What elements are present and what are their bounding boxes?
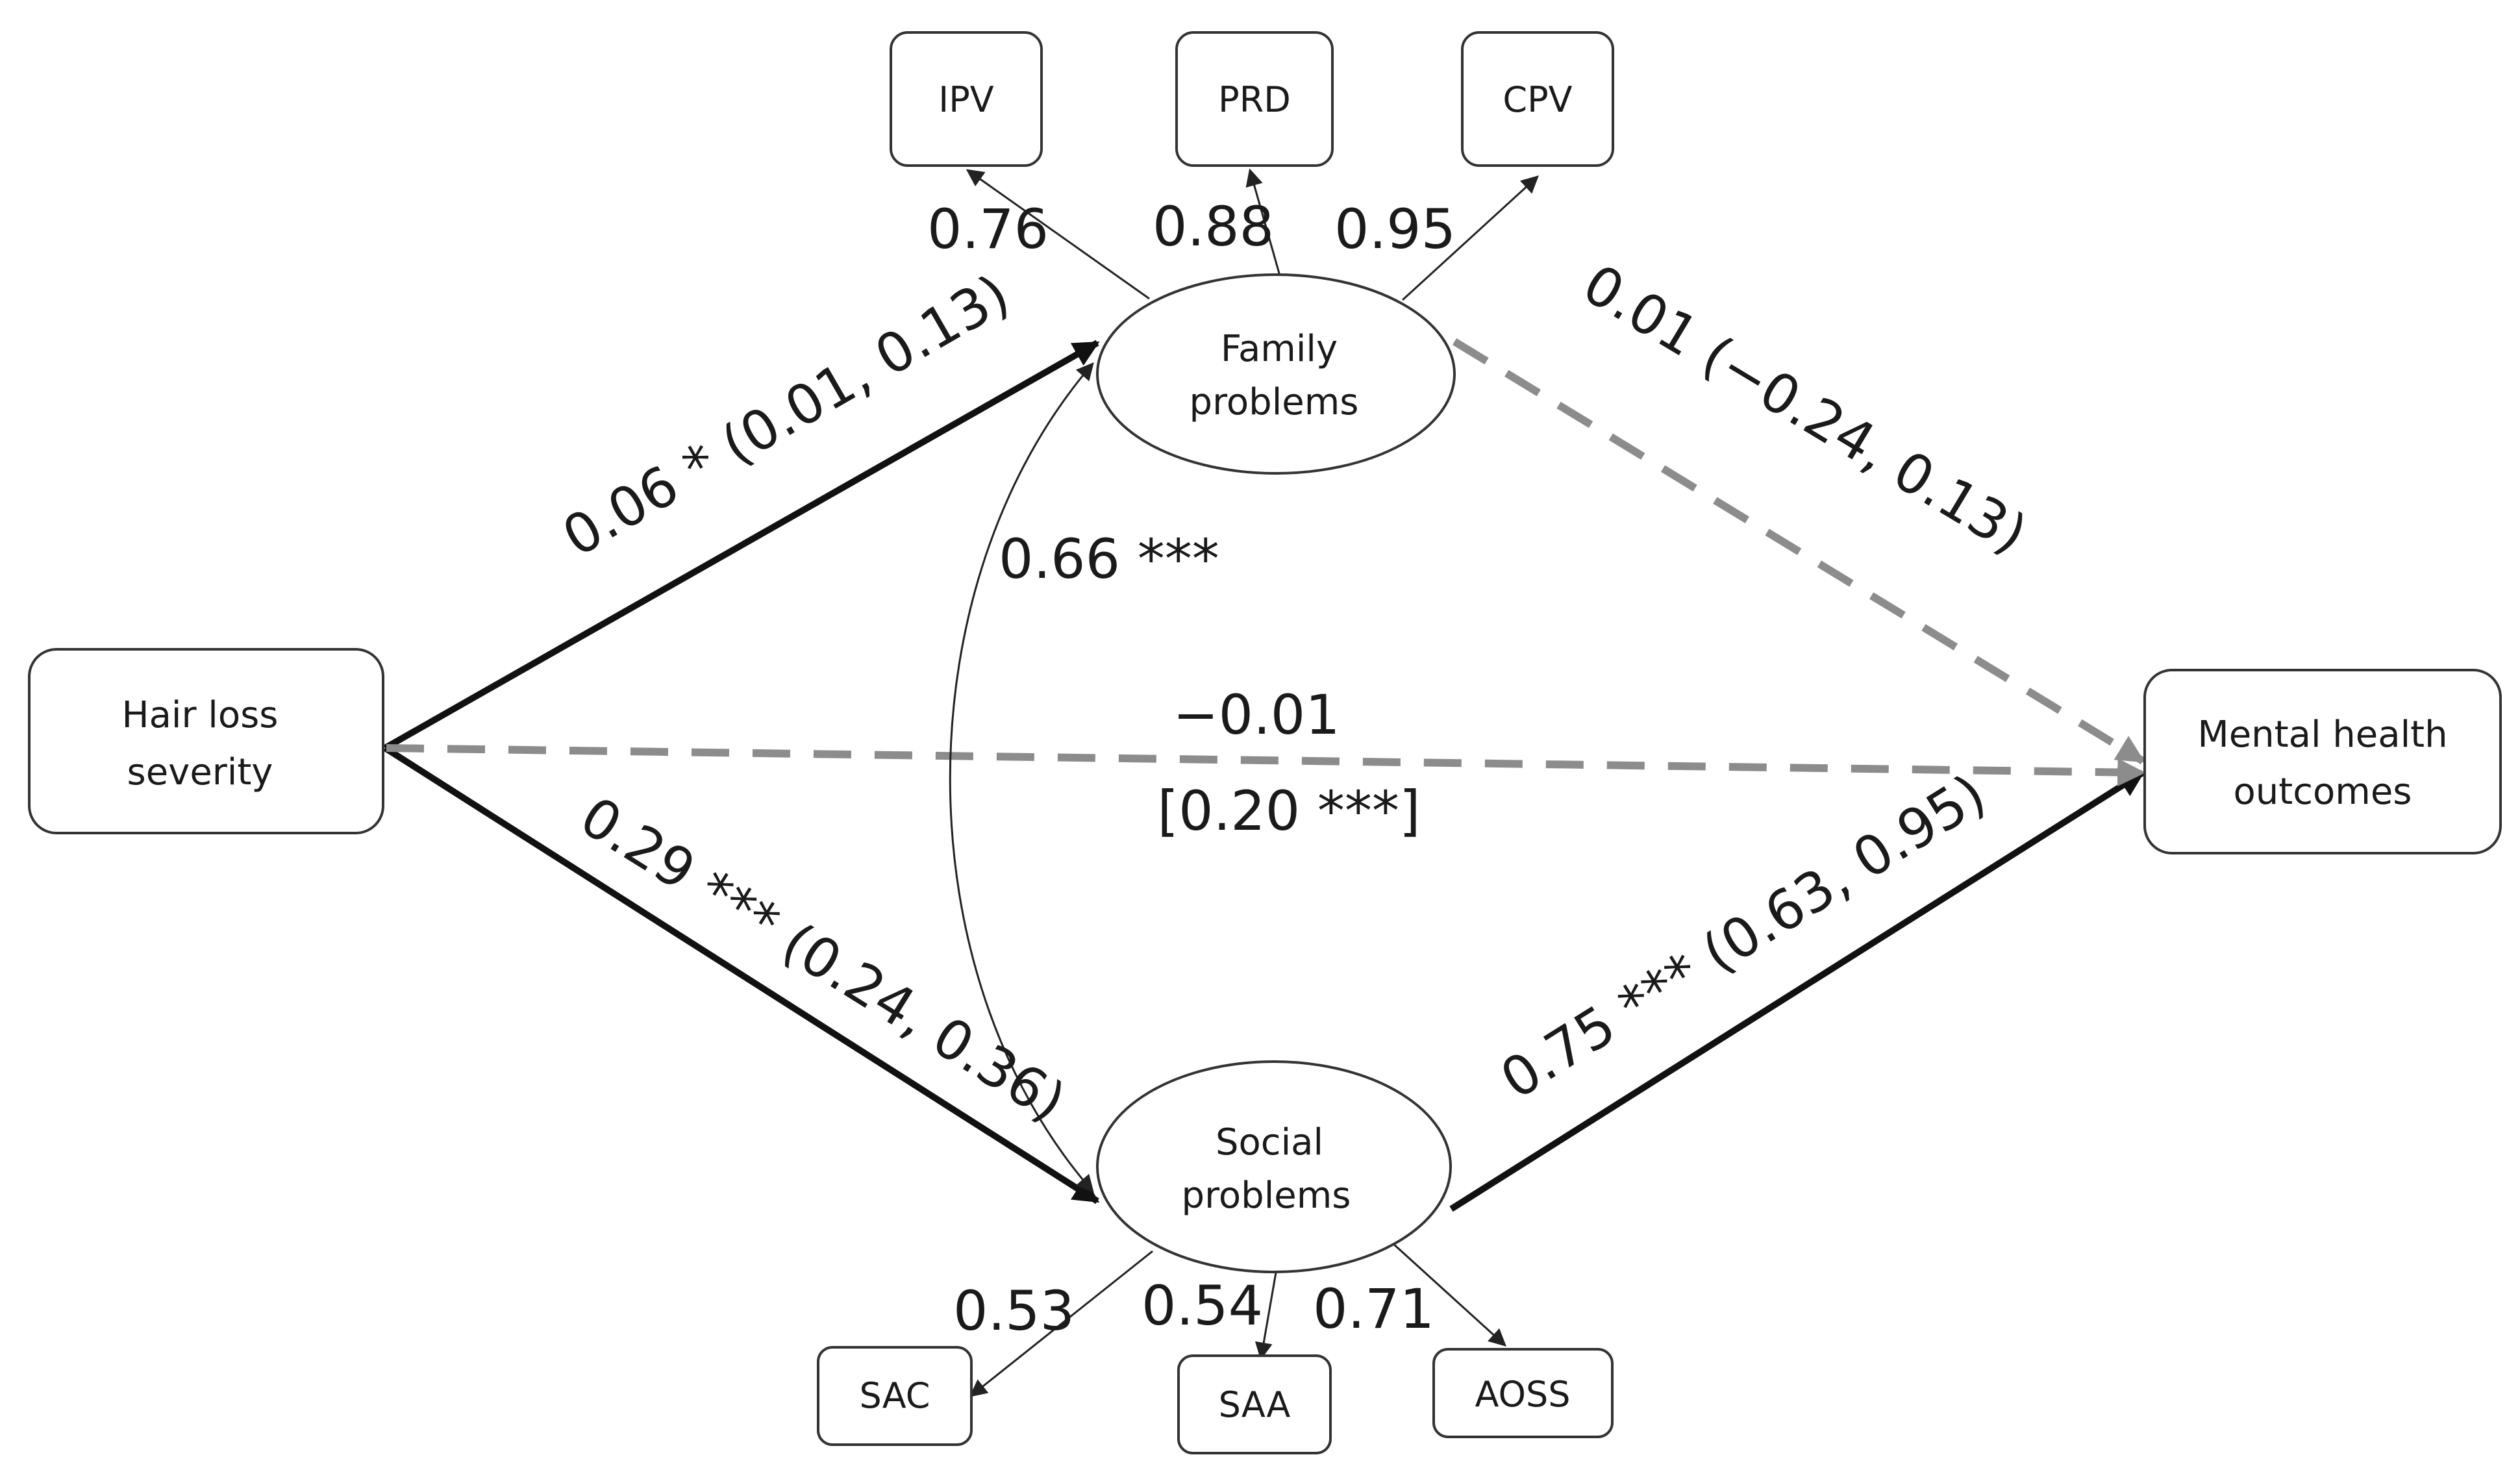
sac-label: SAC bbox=[860, 1375, 930, 1416]
indicator-saa: SAA bbox=[1177, 1354, 1332, 1454]
mental-health-label-1: Mental health bbox=[2197, 714, 2447, 756]
mental-health-label-2: outcomes bbox=[2234, 771, 2412, 813]
coef-direct-bottom: [0.20 ***] bbox=[1157, 779, 1420, 843]
arrow-family-to-prd bbox=[1245, 168, 1282, 279]
saa-label: SAA bbox=[1219, 1384, 1291, 1425]
arrow-family-to-cpv bbox=[1401, 175, 1539, 301]
social-label-1: Social bbox=[1216, 1121, 1323, 1164]
path-hair-to-social bbox=[383, 745, 1100, 1204]
hair-loss-label-1: Hair loss bbox=[122, 694, 279, 736]
indicator-ipv: IPV bbox=[890, 31, 1043, 167]
coef-covariance: 0.66 *** bbox=[999, 527, 1219, 591]
coef-hair-to-social: 0.29 *** (0.24, 0.36) bbox=[569, 784, 1077, 1134]
node-hair-loss-severity: Hair loss severity bbox=[28, 648, 384, 834]
indicator-prd: PRD bbox=[1175, 31, 1334, 167]
path-social-to-mental bbox=[1449, 769, 2145, 1212]
hair-loss-label-2: severity bbox=[127, 751, 273, 793]
path-hair-to-family bbox=[383, 340, 1100, 751]
node-mental-health-outcomes: Mental health outcomes bbox=[2143, 669, 2502, 854]
social-label-2: problems bbox=[1182, 1175, 1351, 1217]
family-label-1: Family bbox=[1221, 328, 1338, 370]
path-family-to-mental bbox=[1452, 338, 2145, 765]
node-social-problems: Social problems bbox=[1096, 1060, 1452, 1273]
indicator-cpv: CPV bbox=[1461, 31, 1614, 167]
path-hair-to-mental-direct bbox=[386, 744, 2146, 787]
family-label-2: problems bbox=[1190, 381, 1359, 423]
loading-prd: 0.88 bbox=[1153, 195, 1274, 258]
arrow-family-to-ipv bbox=[966, 169, 1150, 300]
loading-aoss: 0.71 bbox=[1313, 1277, 1434, 1341]
node-family-problems: Family problems bbox=[1096, 273, 1456, 475]
indicator-aoss: AOSS bbox=[1432, 1348, 1614, 1438]
covariance-curve bbox=[949, 362, 1094, 1193]
coef-direct-top: −0.01 bbox=[1173, 683, 1340, 747]
loading-sac: 0.53 bbox=[953, 1279, 1075, 1343]
arrow-social-to-saa bbox=[1254, 1272, 1277, 1360]
loading-cpv: 0.95 bbox=[1334, 197, 1456, 261]
arrow-social-to-aoss bbox=[1391, 1242, 1506, 1347]
coef-family-to-mental: 0.01 (−0.24, 0.13) bbox=[1573, 252, 2038, 566]
loading-saa: 0.54 bbox=[1141, 1274, 1263, 1338]
loading-ipv: 0.76 bbox=[927, 197, 1049, 261]
ipv-label: IPV bbox=[938, 79, 993, 120]
coef-social-to-mental: 0.75 *** (0.63, 0.95) bbox=[1490, 762, 1997, 1112]
aoss-label: AOSS bbox=[1475, 1374, 1570, 1415]
indicator-sac: SAC bbox=[817, 1346, 973, 1446]
arrow-social-to-sac bbox=[969, 1250, 1153, 1397]
cpv-label: CPV bbox=[1503, 79, 1572, 120]
prd-label: PRD bbox=[1218, 79, 1291, 120]
